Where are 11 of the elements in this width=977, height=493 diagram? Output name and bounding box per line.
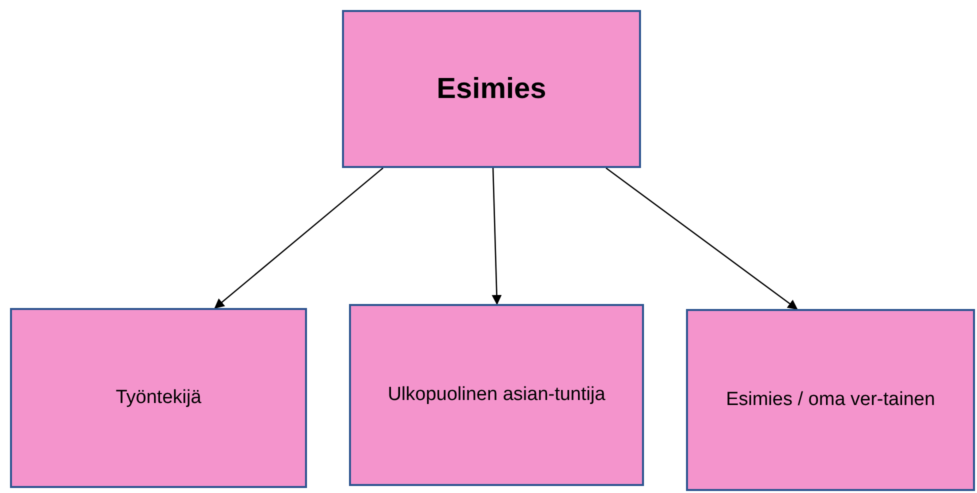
arrow [606,167,798,310]
arrow [214,168,384,309]
process-box [10,308,307,488]
box-label: Esimies / oma ver-tainen [724,388,936,412]
arrow [492,168,502,305]
box-heading: Esimies [436,72,548,107]
process-box [686,309,975,491]
process-box [349,304,644,486]
process-box [342,10,641,168]
box-label: Työntekijä [114,386,202,410]
box-label: Ulkopuolinen asian-tuntija [386,383,606,408]
